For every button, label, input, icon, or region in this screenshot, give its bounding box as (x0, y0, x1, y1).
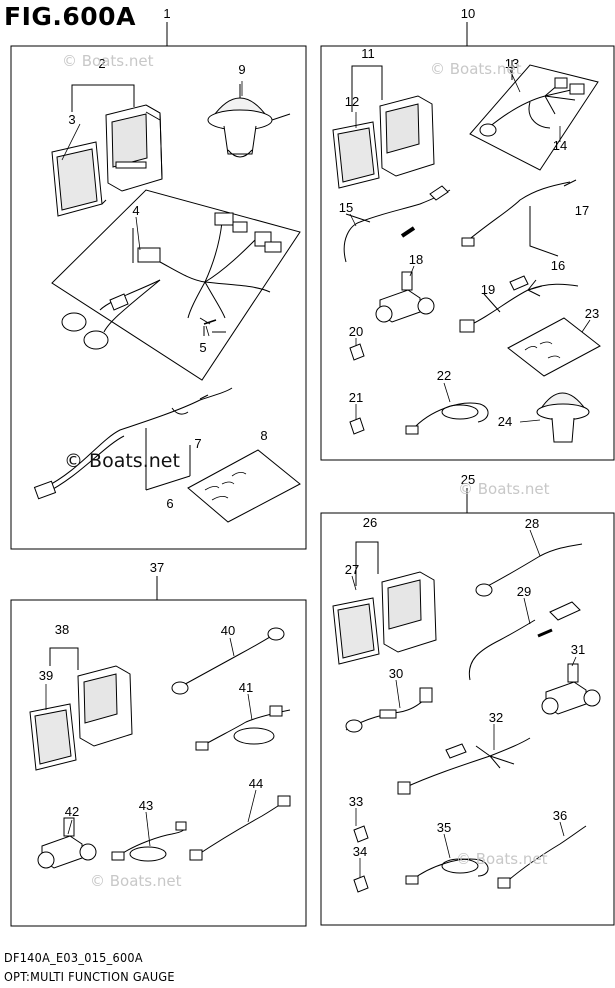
part-label: 5 (199, 340, 206, 355)
part-label: 35 (437, 820, 451, 835)
display-face-3 (51, 141, 107, 217)
bag-8 (187, 449, 301, 523)
part-label: 1 (163, 6, 170, 21)
part-label: 34 (353, 844, 367, 859)
part-label: 4 (132, 203, 139, 218)
part-label: 37 (150, 560, 164, 575)
part-label: 31 (571, 642, 585, 657)
part-label: 28 (525, 516, 539, 531)
part-label: 29 (517, 584, 531, 599)
part-label: 38 (55, 622, 69, 637)
watermark: © Boats.net (90, 872, 182, 890)
figure-description: OPT:MULTI FUNCTION GAUGE (4, 969, 175, 984)
group-1-frame (10, 45, 307, 550)
part-label: 3 (68, 112, 75, 127)
part-label: 12 (345, 94, 359, 109)
part-label: 39 (39, 668, 53, 683)
part-number-labels: 1 2 3 4 5 6 7 8 9 10 11 12 13 14 15 16 1… (39, 6, 599, 859)
part-label: 33 (349, 794, 363, 809)
part-label: 40 (221, 623, 235, 638)
watermark: © Boats.net (458, 480, 550, 498)
group-1 (10, 22, 307, 550)
watermark: © Boats.net (430, 60, 522, 78)
gauge-unit-2 (105, 104, 163, 192)
part-label: 6 (166, 496, 173, 511)
part-label: 10 (461, 6, 475, 21)
part-label: 36 (553, 808, 567, 823)
figure-title: FIG.600A (4, 2, 136, 31)
part-label: 42 (65, 804, 79, 819)
part-label: 26 (363, 515, 377, 530)
part-label: 32 (489, 710, 503, 725)
part-label: 7 (194, 436, 201, 451)
part-label: 16 (551, 258, 565, 273)
part-label: 11 (361, 46, 375, 61)
part-label: 24 (498, 414, 512, 429)
part-label: 14 (553, 138, 567, 153)
part-label: 23 (585, 306, 599, 321)
harness-4 (51, 189, 301, 381)
part-label: 2 (98, 56, 105, 71)
speaker-9 (207, 84, 291, 158)
leader-lines (45, 69, 591, 878)
watermark: © Boats.net (456, 850, 548, 868)
part-label: 27 (345, 562, 359, 577)
part-label: 41 (239, 680, 253, 695)
part-label: 8 (260, 428, 267, 443)
part-label: 43 (139, 798, 153, 813)
part-label: 22 (437, 368, 451, 383)
part-label: 21 (349, 390, 363, 405)
part-label: 15 (339, 200, 353, 215)
wire-assembly-6-7 (33, 387, 233, 500)
watermark: © Boats.net (62, 52, 154, 70)
part-label: 25 (461, 472, 475, 487)
group-37-frame (10, 599, 307, 927)
part-label: 44 (249, 776, 263, 791)
part-label: 13 (505, 56, 519, 71)
figure-code: DF140A_E03_015_600A (4, 950, 143, 965)
part-label: 17 (575, 203, 589, 218)
part-label: 18 (409, 252, 423, 267)
group-25 (320, 488, 615, 926)
part-label: 30 (389, 666, 403, 681)
group-37 (10, 576, 307, 927)
part-label: 19 (481, 282, 495, 297)
part-label: 9 (238, 62, 245, 77)
group-10 (320, 22, 615, 461)
part-label: 20 (349, 324, 363, 339)
watermark: © Boats.net (64, 450, 180, 472)
